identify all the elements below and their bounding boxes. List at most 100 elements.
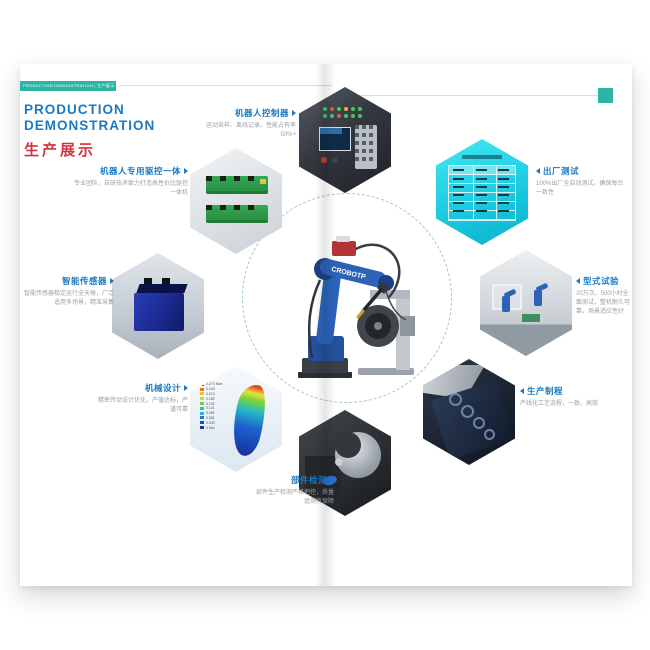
feature-desc: 专业团队，自研技术致力打造高性价比驱控一体机 bbox=[74, 180, 189, 196]
dress-cable bbox=[353, 243, 401, 299]
hex-robot-controller-image bbox=[299, 87, 391, 193]
pointer-triangle-icon bbox=[110, 278, 114, 284]
drive-board-chips bbox=[206, 205, 212, 210]
fea-legend-row: 0.091 bbox=[200, 411, 230, 416]
feature-desc: 运动采样、离线记录、性能占有率50%+ bbox=[205, 122, 296, 138]
legend-chip bbox=[200, 406, 204, 410]
pendant-keypad bbox=[355, 125, 377, 169]
legend-chip bbox=[200, 421, 204, 425]
pointer-triangle-icon bbox=[576, 278, 580, 284]
feature-robot-controller-label: 机器人控制器 运动采样、离线记录、性能占有率50%+ bbox=[200, 107, 296, 140]
test-fixture bbox=[522, 314, 540, 322]
fea-legend: 0.274 Max 0.243 0.213 0.182 0.152 0.121 … bbox=[200, 382, 230, 430]
feature-name: 生产制程 bbox=[520, 385, 606, 397]
test-robot bbox=[502, 296, 510, 312]
feature-name-text: 机器人控制器 bbox=[234, 108, 289, 118]
legend-chip bbox=[200, 392, 204, 396]
feature-name-text: 智能传感器 bbox=[61, 276, 107, 286]
feature-mechanical-design-label: 机械设计 精密传动设计优化，产值达标，严谨可靠 bbox=[94, 382, 188, 415]
legend-value: 0.091 bbox=[206, 411, 215, 416]
header-rule-right bbox=[352, 95, 598, 96]
feature-name: 部件检测 bbox=[252, 474, 334, 486]
robot-arm: CROBOTP bbox=[298, 236, 407, 378]
feature-name-text: 生产制程 bbox=[527, 386, 564, 396]
hex-factory-test-image bbox=[436, 139, 528, 245]
feature-name: 机械设计 bbox=[94, 382, 188, 394]
legend-chip bbox=[200, 387, 204, 391]
legend-chip bbox=[200, 397, 204, 401]
feature-name: 智能传感器 bbox=[22, 275, 114, 287]
sensor-product bbox=[134, 293, 184, 331]
feature-desc: 20万次、500小时全面测试，整机耐久可靠，场景适应性好 bbox=[576, 290, 631, 315]
pendant-keys bbox=[355, 125, 359, 129]
fea-legend-row: 0.152 bbox=[200, 401, 230, 406]
fea-legend-row: 0.213 bbox=[200, 392, 230, 397]
flange-hole bbox=[449, 393, 462, 406]
spec-table bbox=[448, 165, 516, 221]
legend-value: 0.152 bbox=[206, 401, 215, 406]
header-bar-text: PRODUCTION DEMONSTRATION | 生产展示 bbox=[23, 83, 115, 88]
header-rule-left bbox=[120, 85, 332, 86]
welding-torch bbox=[361, 288, 383, 313]
legend-chip bbox=[200, 416, 204, 420]
legend-value: 0.213 bbox=[206, 391, 215, 396]
estop-button bbox=[321, 157, 327, 163]
title-en-line2: DEMONSTRATION bbox=[24, 118, 156, 134]
hex-drive-control-image bbox=[190, 148, 282, 254]
feature-desc: 智能传感器稳定运行全天候，广泛适用多场景，精准采集 bbox=[23, 290, 114, 306]
feature-name-text: 机器人专用驱控一体 bbox=[99, 166, 181, 176]
legend-chip bbox=[200, 402, 204, 406]
flange-hole bbox=[484, 429, 495, 440]
wheel-inner bbox=[335, 432, 361, 458]
base-hose bbox=[307, 279, 322, 359]
feature-name-text: 部件检测 bbox=[290, 475, 327, 485]
drive-connector bbox=[260, 179, 266, 184]
sensor-top-face bbox=[136, 284, 188, 293]
corner-accent-square bbox=[598, 88, 613, 103]
drive-board bbox=[206, 176, 268, 194]
legend-value: 0.061 bbox=[206, 415, 215, 420]
wheel-hub bbox=[335, 458, 343, 466]
pointer-triangle-icon bbox=[330, 477, 334, 483]
feature-name-text: 型式试验 bbox=[583, 276, 620, 286]
pointer-triangle-icon bbox=[292, 110, 296, 116]
feature-name: 型式试验 bbox=[576, 275, 630, 287]
pointer-triangle-icon bbox=[536, 168, 540, 174]
grinding-wheel bbox=[335, 432, 381, 478]
legend-value: 0.121 bbox=[206, 406, 215, 411]
fea-legend-row: 0.182 bbox=[200, 396, 230, 401]
legend-value: 0 Min bbox=[206, 425, 215, 430]
spec-table-title bbox=[462, 155, 502, 159]
welding-positioner bbox=[357, 290, 415, 375]
pendant-buttons bbox=[323, 107, 327, 111]
title-en-line1: PRODUCTION bbox=[24, 102, 125, 117]
pointer-triangle-icon bbox=[520, 388, 524, 394]
legend-chip bbox=[200, 426, 204, 430]
fea-model bbox=[225, 381, 273, 459]
pointer-triangle-icon bbox=[184, 168, 188, 174]
flange-hole bbox=[461, 405, 474, 418]
feature-part-inspection-label: 部件检测 部件生产检测严格把控，质量追溯有保障 bbox=[252, 474, 334, 507]
legend-value: 0.243 bbox=[206, 387, 215, 392]
feature-name-text: 机械设计 bbox=[144, 383, 181, 393]
pendant-screen-strip bbox=[320, 128, 342, 134]
dashed-circle bbox=[242, 193, 452, 403]
wire-feeder bbox=[332, 241, 356, 256]
pendant-screen bbox=[319, 127, 351, 151]
feature-drive-control-label: 机器人专用驱控一体 专业团队，自研技术致力打造高性价比驱控一体机 bbox=[74, 165, 188, 198]
legend-value: 0.182 bbox=[206, 396, 215, 401]
feature-type-test-label: 型式试验 20万次、500小时全面测试，整机耐久可靠，场景适应性好 bbox=[576, 275, 630, 317]
legend-chip bbox=[200, 411, 204, 415]
drive-board bbox=[206, 205, 268, 223]
feature-desc: 部件生产检测严格把控，质量追溯有保障 bbox=[255, 489, 334, 505]
legend-value: 0.274 Max bbox=[206, 382, 223, 387]
feature-desc: 精密传动设计优化，产值达标，严谨可靠 bbox=[97, 397, 188, 413]
flange-hole bbox=[473, 417, 485, 429]
fea-legend-row: 0 Min bbox=[200, 425, 230, 430]
feature-name: 机器人专用驱控一体 bbox=[74, 165, 188, 177]
feature-name: 机器人控制器 bbox=[200, 107, 296, 119]
test-robot bbox=[534, 290, 542, 306]
fea-legend-row: 0.121 bbox=[200, 406, 230, 411]
feature-desc: 100%出厂全自动测试，确保每台一致性 bbox=[536, 180, 624, 196]
